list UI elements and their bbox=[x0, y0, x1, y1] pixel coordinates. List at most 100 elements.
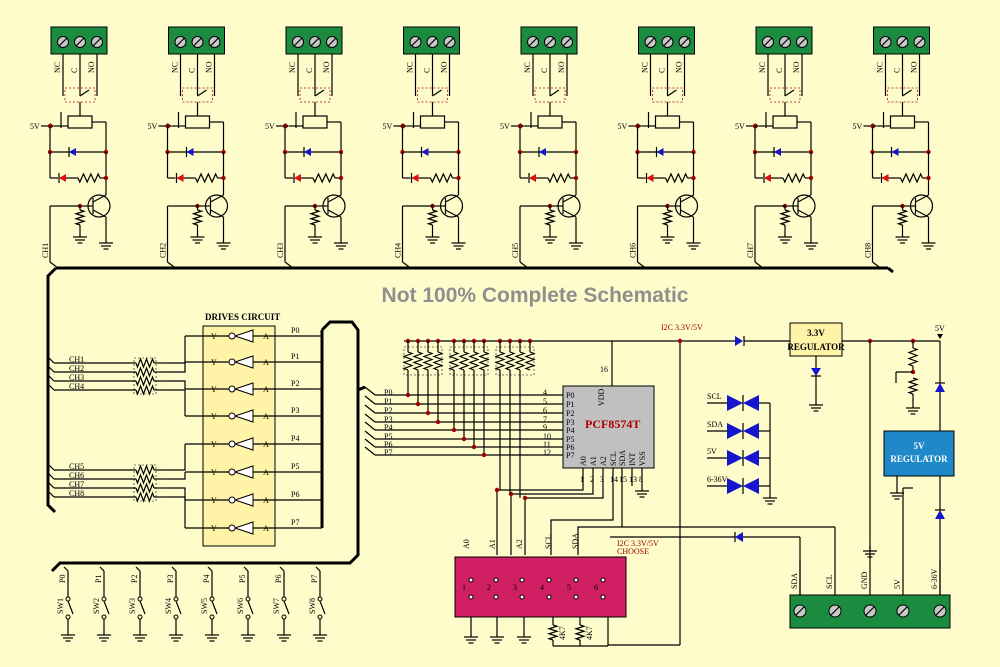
junction-dot bbox=[338, 175, 344, 181]
ground-symbol bbox=[660, 232, 675, 244]
header-pin bbox=[468, 594, 474, 600]
ic-port-label: P4 bbox=[384, 423, 392, 432]
resistor bbox=[514, 351, 526, 371]
relay-terminal-label-nc: NC bbox=[288, 62, 297, 73]
junction-dot bbox=[221, 175, 226, 181]
relay-contact-blade bbox=[667, 89, 677, 97]
resistor-zigzag bbox=[782, 172, 806, 184]
screw-slot bbox=[411, 37, 420, 47]
transistor-collector bbox=[797, 194, 812, 203]
terminal-label: 5V bbox=[893, 579, 902, 589]
relay-contact-blade bbox=[314, 89, 325, 97]
resistor-zigzag bbox=[135, 366, 155, 378]
ground-symbol bbox=[190, 232, 205, 244]
flyback-diode bbox=[304, 148, 311, 156]
transistor-emitter bbox=[680, 209, 694, 218]
ground-symbol bbox=[205, 630, 219, 642]
bus-tap bbox=[47, 383, 55, 391]
ic-name: PCF8574T bbox=[585, 417, 640, 431]
junction-dot bbox=[103, 175, 109, 181]
flyback-diode bbox=[186, 148, 194, 156]
resistor-zigzag bbox=[468, 351, 480, 371]
bus-tap bbox=[364, 438, 376, 448]
relay-contact-box bbox=[769, 87, 801, 103]
bus-tap bbox=[47, 365, 55, 373]
resistor-zigzag bbox=[77, 172, 101, 184]
switch-port-label: P0 bbox=[58, 575, 67, 583]
screw-slot bbox=[797, 37, 807, 47]
switch-port-label: P3 bbox=[166, 575, 175, 583]
resistor bbox=[312, 172, 336, 184]
supply-5v-label: 5V bbox=[148, 122, 158, 131]
transistor-emitter bbox=[327, 209, 342, 218]
relay-contact-blade bbox=[902, 89, 912, 97]
switch-contact bbox=[65, 614, 71, 620]
channel-trace-label-ch6: CH6 bbox=[69, 471, 84, 480]
ground-symbol bbox=[809, 400, 823, 412]
regulator-5v-label-2: REGULATOR bbox=[890, 454, 948, 464]
port-label-p0: P0 bbox=[291, 326, 299, 335]
resistor bbox=[661, 209, 674, 226]
relay-coil bbox=[67, 115, 93, 129]
regulator-5v-label: 5V bbox=[914, 441, 926, 451]
resistor-array bbox=[133, 464, 157, 502]
channel-label-1: CH1 bbox=[41, 243, 50, 258]
junction-dot bbox=[451, 427, 457, 433]
tvs-diode-sda: SDA bbox=[707, 420, 770, 439]
switch-port-label: P6 bbox=[274, 575, 283, 583]
switch-lever bbox=[247, 600, 254, 615]
transistor-collector bbox=[327, 194, 342, 203]
relay-contact-box bbox=[652, 87, 683, 103]
relay-contact-blade bbox=[432, 89, 442, 97]
switch-label: SW6 bbox=[236, 598, 245, 614]
junction-dot bbox=[405, 392, 411, 398]
ic-pin-number: 12 bbox=[543, 448, 551, 457]
tvs-label: SDA bbox=[707, 420, 723, 429]
bus-tap bbox=[47, 490, 55, 498]
ground-symbol bbox=[97, 630, 111, 642]
switch-lever bbox=[67, 600, 74, 615]
resistor bbox=[191, 209, 204, 226]
header-pin bbox=[573, 577, 579, 583]
gate-to-channel bbox=[168, 487, 186, 500]
switch-label: SW8 bbox=[308, 598, 317, 614]
switch-lever bbox=[139, 600, 146, 615]
junction-dot bbox=[522, 495, 528, 501]
resistor bbox=[135, 357, 155, 369]
junction-dot bbox=[425, 410, 431, 416]
resistor bbox=[504, 351, 516, 371]
ic-pin-label: P2 bbox=[566, 409, 574, 418]
header-pin-number: 4 bbox=[540, 583, 544, 592]
gate-to-channel bbox=[168, 444, 186, 471]
relay-contact-blade bbox=[197, 89, 207, 97]
resistor-zigzag bbox=[73, 209, 87, 226]
header-line-label: A1 bbox=[488, 539, 497, 549]
bus-tap bbox=[47, 374, 55, 382]
switch-contact bbox=[173, 596, 179, 602]
indicator-led bbox=[529, 174, 536, 182]
header-pin-number: 3 bbox=[513, 583, 517, 592]
ic-bottom-pin-number: 13 bbox=[629, 475, 637, 484]
pullup-label: 4K7 bbox=[585, 626, 594, 640]
transistor-collector bbox=[562, 194, 577, 203]
vdd-pin-number: 16 bbox=[600, 365, 608, 374]
channel-label-8: CH8 bbox=[864, 243, 873, 258]
junction-dot bbox=[691, 175, 696, 181]
right-bus bbox=[50, 320, 360, 573]
screw-slot bbox=[75, 37, 85, 47]
relay-terminal-label-no: NO bbox=[910, 61, 919, 73]
resistor-zigzag bbox=[907, 377, 919, 395]
ground-symbol bbox=[464, 632, 478, 644]
relay-contact-box bbox=[64, 87, 96, 103]
ic-bottom-pin-number: 15 bbox=[619, 475, 627, 484]
indicator-led bbox=[411, 174, 419, 182]
ic-port-label: P1 bbox=[384, 397, 392, 406]
ground-symbol bbox=[635, 486, 649, 498]
switch-label: SW4 bbox=[164, 598, 173, 614]
relay-contact-box bbox=[534, 87, 566, 103]
inverter-bubble bbox=[228, 440, 236, 448]
inverter-bubble bbox=[228, 358, 236, 366]
screw-slot bbox=[562, 37, 572, 47]
